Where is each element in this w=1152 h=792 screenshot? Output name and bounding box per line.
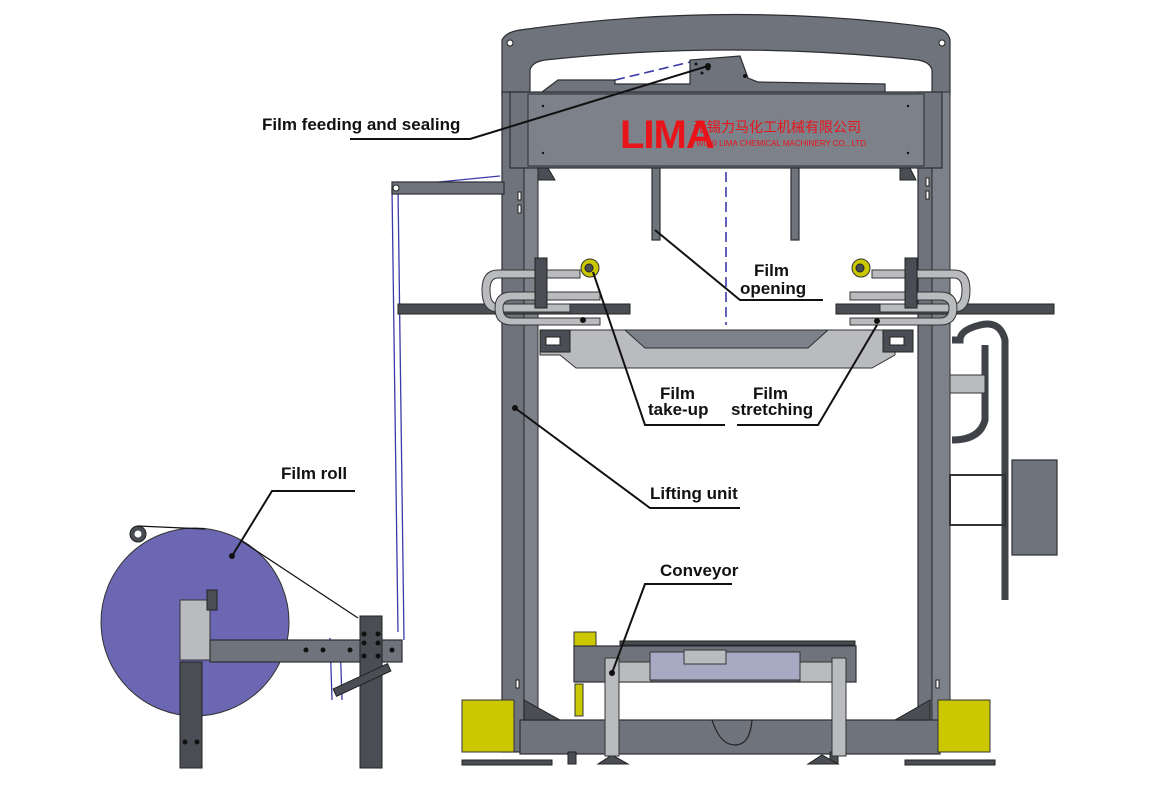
lima-logo: LIMA 无锡力马化工机械有限公司 WUXI LIMA CHEMICAL MAC… [620, 113, 868, 157]
logo-company-en: WUXI LIMA CHEMICAL MACHINERY CO., LTD. [696, 139, 868, 148]
label-film-stretching-line2: stretching [731, 400, 813, 419]
stretching-carriage [397, 257, 1055, 369]
label-film-takeup-line2: take-up [648, 400, 708, 419]
logo-company-cn: 无锡力马化工机械有限公司 [693, 120, 861, 136]
label-film-feeding-sealing: Film feeding and sealing [262, 115, 460, 134]
logo-brand: LIMA [620, 113, 714, 157]
conveyor-roller [649, 651, 801, 681]
callout-labels: Film feeding and sealing Film opening Fi… [262, 115, 813, 580]
control-box [1011, 459, 1058, 556]
label-lifting-unit: Lifting unit [650, 484, 738, 503]
label-film-opening-line1: Film [754, 261, 789, 280]
label-film-opening-line2: opening [740, 279, 806, 298]
label-film-roll: Film roll [281, 464, 347, 483]
label-film-takeup-line1: Film [660, 384, 695, 403]
base-conveyor [461, 631, 996, 766]
label-conveyor: Conveyor [660, 561, 739, 580]
label-film-stretching-line1: Film [753, 384, 788, 403]
cable-chain [949, 320, 1058, 600]
conveyor-leg [604, 657, 620, 757]
leader-lines [229, 63, 878, 676]
film-roll-stand [100, 525, 403, 769]
